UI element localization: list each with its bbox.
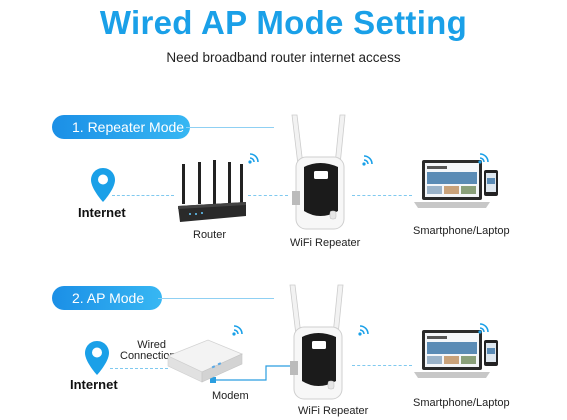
wifi-signal-icon (232, 325, 243, 336)
internet-label: Internet (78, 205, 126, 220)
ethernet-cable (210, 365, 300, 383)
page-subtitle: Need broadband router internet access (166, 50, 401, 65)
router-image (178, 160, 246, 222)
ap-mode-underline (158, 298, 274, 299)
connector-internet-router (112, 195, 174, 196)
wifi-signal-icon (358, 325, 369, 336)
wired-connection-label: Wired Connection (120, 339, 176, 362)
internet-label: Internet (70, 377, 118, 392)
wifi-repeater-label: WiFi Repeater (298, 405, 369, 417)
wired-label-line1: Wired (137, 339, 166, 351)
repeater-mode-label: 1. Repeater Mode (72, 119, 185, 135)
wifi-repeater-image (289, 284, 344, 400)
repeater-mode-underline (186, 127, 274, 128)
ap-mode-label: 2. AP Mode (72, 290, 145, 306)
router-label: Router (193, 229, 227, 241)
page-title: Wired AP Mode Setting (99, 4, 468, 41)
laptop-phone-image (414, 160, 498, 208)
wired-label-line2: Connection (120, 350, 176, 362)
wifi-repeater-label: WiFi Repeater (290, 237, 361, 249)
wifi-signal-icon (478, 153, 489, 164)
location-pin-icon (91, 168, 115, 202)
wifi-signal-icon (478, 323, 489, 334)
wifi-signal-icon (362, 155, 373, 166)
connector-router-repeater (248, 195, 288, 196)
repeater-mode-pill: 1. Repeater Mode (52, 115, 190, 139)
device-label: Smartphone/Laptop (413, 397, 510, 409)
connector-internet-modem (110, 368, 168, 369)
connector-repeater-device (352, 365, 412, 366)
wifi-repeater-image (291, 114, 346, 230)
modem-label: Modem (212, 390, 249, 402)
device-label: Smartphone/Laptop (413, 225, 510, 237)
wifi-signal-icon (248, 153, 259, 164)
location-pin-icon (85, 341, 109, 375)
modem-image (166, 339, 244, 383)
connector-repeater-device (352, 195, 412, 196)
laptop-phone-image (414, 330, 498, 378)
ap-mode-pill: 2. AP Mode (52, 286, 162, 310)
